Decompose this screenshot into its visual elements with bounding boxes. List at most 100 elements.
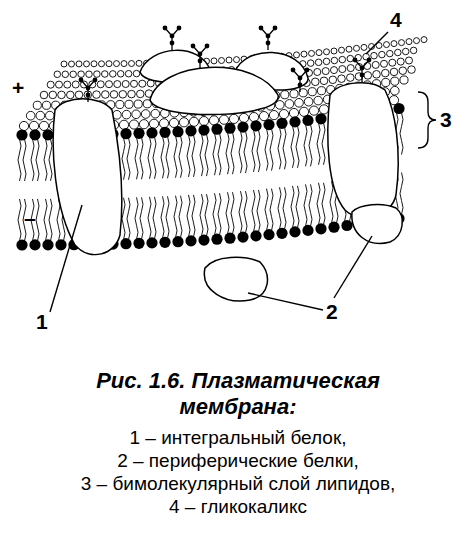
charge-sign: +	[12, 76, 24, 99]
lipid-head	[294, 52, 300, 58]
lipid-head	[338, 75, 346, 83]
lipid-head	[19, 121, 28, 130]
lipid-head	[414, 38, 420, 44]
lipid-head	[189, 117, 198, 126]
lipid-head	[132, 110, 141, 119]
lipid-head	[64, 81, 71, 88]
glycan	[163, 26, 182, 50]
lipid-head	[78, 71, 85, 78]
glycan	[191, 44, 210, 68]
lipid-head	[116, 100, 124, 108]
lipid-head	[347, 74, 355, 82]
surface-protein	[150, 67, 278, 114]
lipid-tail	[166, 136, 169, 178]
lipid-head	[45, 111, 54, 120]
lipid-head	[110, 71, 117, 78]
lipid-tail	[135, 137, 138, 179]
lipid-tail	[283, 127, 286, 169]
lipid-head	[114, 81, 121, 88]
glycan-chain	[355, 60, 369, 82]
lipid-head	[346, 46, 352, 52]
lipid-tail	[135, 197, 138, 239]
lipid-head	[159, 127, 170, 138]
lipid-tail	[18, 199, 21, 241]
lipid-tail	[49, 199, 52, 241]
lipid-head	[224, 123, 235, 134]
lipid-head	[410, 47, 417, 54]
sugar-residue	[367, 58, 372, 63]
lipid-head	[219, 58, 225, 64]
lipid-head	[309, 50, 315, 56]
lipid-head	[146, 237, 157, 248]
glycan-chain	[293, 70, 307, 92]
lipid-head	[122, 80, 129, 87]
sugar-residue	[205, 44, 210, 49]
lipid-tail	[400, 113, 403, 155]
lipid-head	[324, 49, 330, 55]
lipid-head	[76, 61, 82, 67]
lipid-head	[379, 51, 386, 58]
lipid-head	[320, 77, 328, 85]
lipid-head	[128, 90, 136, 98]
lipid-head	[316, 50, 322, 56]
lipid-tail	[127, 198, 130, 240]
sugar-residue	[266, 41, 271, 46]
lipid-head	[281, 91, 289, 99]
lipid-head	[84, 61, 90, 67]
lipid-head	[400, 76, 408, 84]
glycan	[79, 78, 98, 102]
lipid-head	[315, 59, 322, 66]
lipid-tail	[244, 131, 247, 173]
lipid-head	[29, 121, 38, 130]
lipid-head	[105, 81, 112, 88]
lipid-tail	[309, 124, 312, 166]
lipid-head	[229, 114, 238, 123]
lipid-head	[364, 72, 372, 80]
lipid-head	[319, 105, 328, 114]
lipid-head	[237, 232, 248, 243]
lipid-head	[146, 127, 157, 138]
lipid-tail	[213, 133, 216, 175]
lipid-head	[234, 57, 240, 63]
lipid-head	[339, 47, 345, 53]
leader-line	[248, 293, 323, 310]
lipid-tail	[205, 194, 208, 236]
lipid-head	[250, 230, 261, 241]
lipid-head	[315, 113, 326, 124]
caption-item: 4 – гликокаликс	[28, 495, 448, 518]
lipid-head	[373, 71, 381, 79]
lipid-head	[380, 60, 387, 67]
lipid-head	[263, 119, 274, 130]
lipid-head	[55, 239, 66, 250]
lipid-head	[302, 115, 313, 126]
lipid-head	[134, 100, 142, 108]
lipid-tail	[257, 130, 260, 172]
sugar-residue	[191, 44, 196, 49]
lipid-head	[55, 81, 62, 88]
lipid-head	[185, 235, 196, 246]
lipid-head	[117, 71, 124, 78]
lipid-head	[307, 60, 314, 67]
lipid-tail	[291, 126, 294, 168]
lipid-tail	[317, 123, 320, 165]
lipid-tail	[231, 192, 234, 234]
lipid-tail	[257, 190, 260, 232]
lipid-tail	[174, 196, 177, 238]
lipid-head	[382, 69, 390, 77]
lipid-tail	[122, 138, 125, 180]
sugar-residue	[163, 26, 168, 31]
lipid-head	[390, 86, 399, 95]
lipid-head	[397, 58, 404, 65]
lipid-head	[86, 71, 93, 78]
caption-item: 1 – интегральный белок,	[28, 426, 448, 449]
lipid-tail	[265, 129, 268, 171]
lipid-head	[172, 236, 183, 247]
lipid-head	[393, 103, 404, 114]
lipid-head	[133, 70, 140, 77]
lipid-head	[198, 235, 209, 246]
lipid-head	[129, 120, 138, 129]
glycan	[291, 68, 310, 92]
lipid-tail	[192, 195, 195, 237]
lipid-tail	[44, 199, 47, 241]
lipid-head	[136, 60, 142, 66]
